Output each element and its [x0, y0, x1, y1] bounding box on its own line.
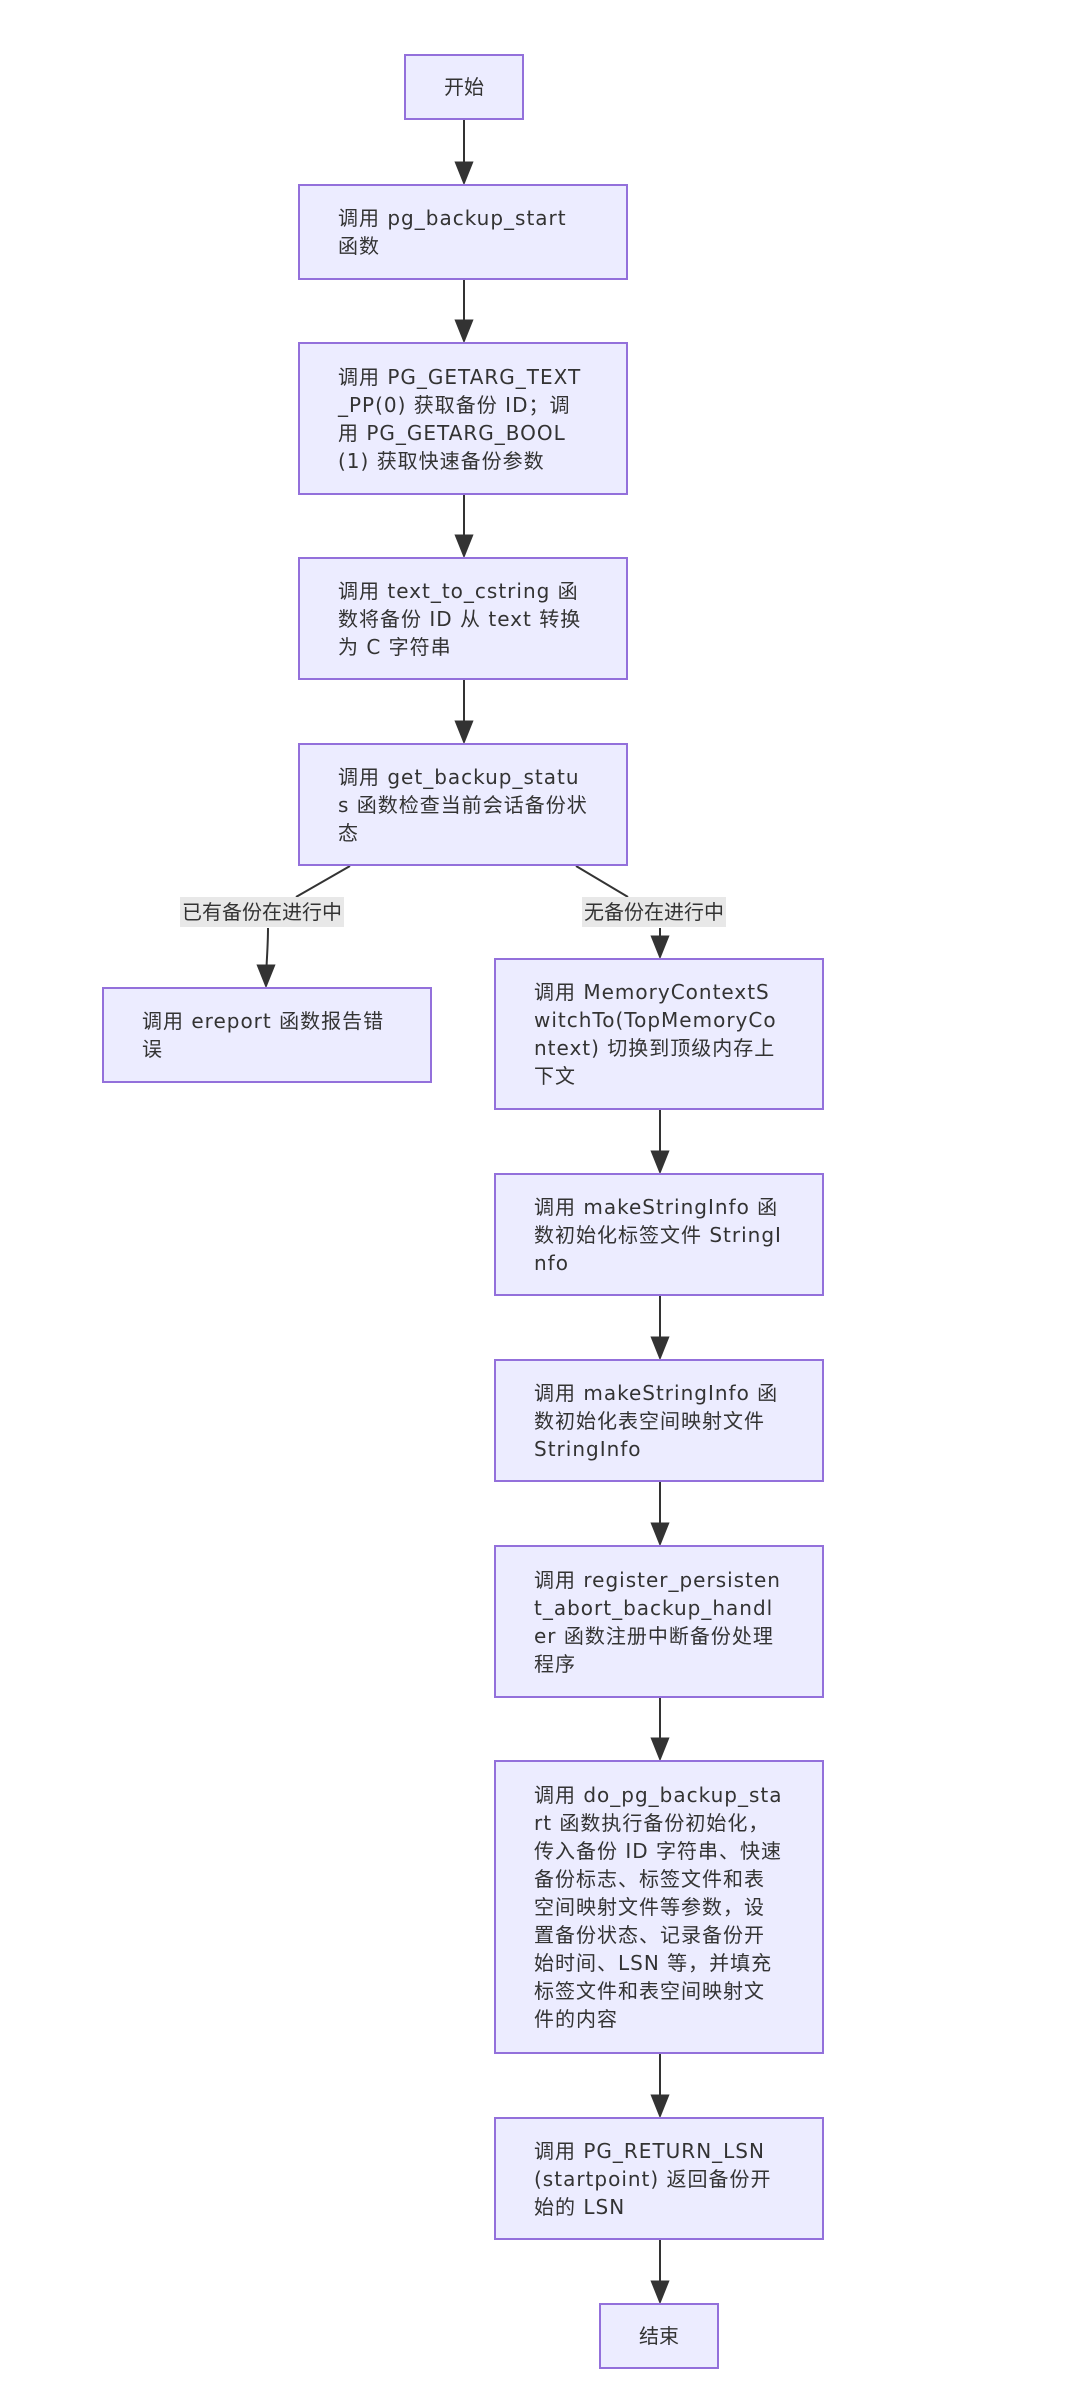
node-call-backup-start: 调用 pg_backup_start 函数 [298, 184, 628, 280]
node-make-string-info-tablespace-text: 调用 makeStringInfo 函数初始化表空间映射文件 StringInf… [534, 1380, 779, 1461]
node-get-backup-status: 调用 get_backup_status 函数检查当前会话备份状态 [298, 743, 628, 866]
node-return-lsn: 调用 PG_RETURN_LSN(startpoint) 返回备份开始的 LSN [494, 2117, 824, 2240]
node-get-backup-status-text: 调用 get_backup_status 函数检查当前会话备份状态 [338, 764, 588, 845]
node-ereport: 调用 ereport 函数报告错误 [102, 987, 432, 1083]
node-call-backup-start-text: 调用 pg_backup_start 函数 [338, 206, 567, 258]
node-start: 开始 [404, 54, 524, 120]
edge-status-to-ereport [266, 865, 351, 986]
node-end-text: 结束 [639, 2324, 679, 2348]
node-register-abort-handler: 调用 register_persistent_abort_backup_hand… [494, 1545, 824, 1698]
edge-label-no-backup: 无备份在进行中 [582, 897, 726, 927]
node-make-string-info-tablespace: 调用 makeStringInfo 函数初始化表空间映射文件 StringInf… [494, 1359, 824, 1482]
node-getarg-text: 调用 PG_GETARG_TEXT_PP(0) 获取备份 ID；调用 PG_GE… [338, 364, 582, 473]
edge-status-to-memctx [575, 865, 660, 957]
node-start-text: 开始 [444, 75, 484, 99]
node-ereport-text: 调用 ereport 函数报告错误 [142, 1009, 385, 1061]
node-end: 结束 [599, 2303, 719, 2369]
node-getarg: 调用 PG_GETARG_TEXT_PP(0) 获取备份 ID；调用 PG_GE… [298, 342, 628, 495]
node-text-to-cstring: 调用 text_to_cstring 函数将备份 ID 从 text 转换为 C… [298, 557, 628, 680]
node-do-pg-backup-start: 调用 do_pg_backup_start 函数执行备份初始化，传入备份 ID … [494, 1760, 824, 2054]
node-do-pg-backup-start-text: 调用 do_pg_backup_start 函数执行备份初始化，传入备份 ID … [534, 1783, 783, 2031]
edge-label-in-progress: 已有备份在进行中 [180, 897, 344, 927]
node-make-string-info-label-text: 调用 makeStringInfo 函数初始化标签文件 StringInfo [534, 1194, 782, 1275]
node-memory-context-switch-text: 调用 MemoryContextSwitchTo(TopMemoryContex… [534, 980, 777, 1088]
node-text-to-cstring-text: 调用 text_to_cstring 函数将备份 ID 从 text 转换为 C… [338, 578, 582, 659]
node-memory-context-switch: 调用 MemoryContextSwitchTo(TopMemoryContex… [494, 958, 824, 1110]
node-return-lsn-text: 调用 PG_RETURN_LSN(startpoint) 返回备份开始的 LSN [534, 2138, 772, 2219]
node-make-string-info-label: 调用 makeStringInfo 函数初始化标签文件 StringInfo [494, 1173, 824, 1296]
node-register-abort-handler-text: 调用 register_persistent_abort_backup_hand… [534, 1567, 781, 1676]
